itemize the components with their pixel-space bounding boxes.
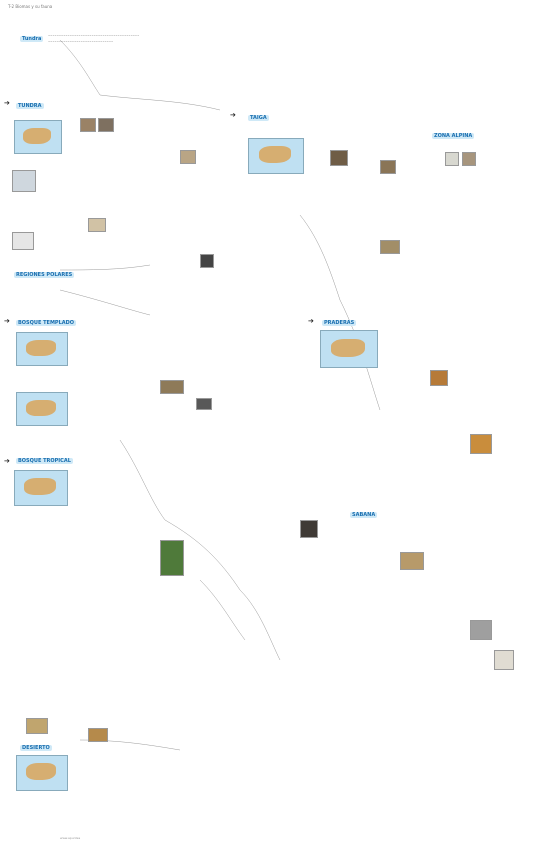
- photo: [180, 150, 196, 164]
- section-title: ZONA ALPINA: [432, 133, 475, 139]
- section-title: BOSQUE TEMPLADO: [16, 320, 77, 326]
- photo: [88, 728, 108, 742]
- photo: [462, 152, 476, 166]
- section-title: BOSQUE TROPICAL: [16, 458, 73, 464]
- photo: [88, 218, 106, 232]
- world-map: [320, 330, 378, 368]
- photo: [330, 150, 348, 166]
- section-title: TUNDRA: [16, 103, 44, 109]
- photo: [200, 254, 214, 268]
- photo: [12, 170, 36, 192]
- note: ~~~~~~~~~~~~~~~~~~~~~~~~~~~~~~~~~~~~~~~~…: [48, 34, 140, 37]
- arrow-icon: ➔: [4, 457, 10, 465]
- photo: [300, 520, 318, 538]
- photo: [196, 398, 212, 410]
- world-map: [16, 392, 68, 426]
- photo: [494, 650, 514, 670]
- photo: [98, 118, 114, 132]
- photo: [430, 370, 448, 386]
- photo: [80, 118, 96, 132]
- world-map: [16, 332, 68, 366]
- section-title-tundra-intro: Tundra: [20, 36, 44, 42]
- world-map: [248, 138, 304, 174]
- note: ~~~~~~~~~~~~~~~~~~~~~~~~~~~~~~: [48, 40, 114, 43]
- page-header: T-2 Biomas y su fauna: [8, 4, 53, 9]
- photo: [470, 434, 492, 454]
- photo: [470, 620, 492, 640]
- arrow-icon: ➔: [308, 317, 314, 325]
- arrow-icon: ➔: [4, 317, 10, 325]
- arrow-icon: ➔: [230, 111, 236, 119]
- photo: [160, 380, 184, 394]
- photo: [400, 552, 424, 570]
- footer-text: www.apuntes: [60, 836, 81, 840]
- section-title: SABANA: [350, 512, 378, 518]
- photo: [160, 540, 184, 576]
- world-map: [14, 120, 62, 154]
- photo: [445, 152, 459, 166]
- photo: [380, 240, 400, 254]
- world-map: [16, 755, 68, 791]
- section-title: TAIGA: [248, 115, 269, 121]
- photo: [12, 232, 34, 250]
- photo: [380, 160, 396, 174]
- section-title: DESIERTO: [20, 745, 52, 751]
- world-map: [14, 470, 68, 506]
- section-title: REGIONES POLARES: [14, 272, 75, 278]
- section-title: PRADERAS: [322, 320, 357, 326]
- arrow-icon: ➔: [4, 99, 10, 107]
- photo: [26, 718, 48, 734]
